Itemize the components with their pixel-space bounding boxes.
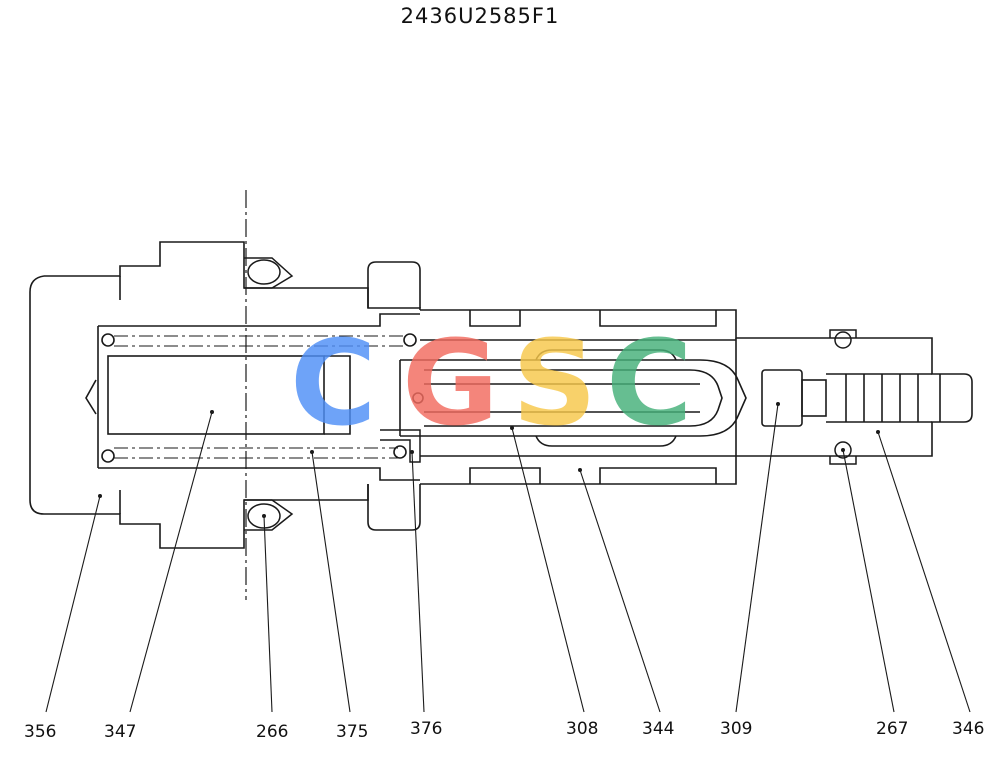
watermark-letter-g: G	[402, 314, 499, 452]
housing-outline	[29, 241, 421, 549]
o-ring-266	[244, 257, 294, 531]
watermark-letter-c2: C	[606, 314, 693, 452]
flange	[367, 261, 421, 531]
watermark-letter-c: C	[290, 314, 377, 452]
callout-309: 309	[720, 719, 752, 739]
callout-308: 308	[566, 719, 598, 739]
callout-356: 356	[24, 722, 56, 742]
spool-308	[399, 349, 747, 447]
callout-266: 266	[256, 722, 288, 742]
callout-267: 267	[876, 719, 908, 739]
callout-344: 344	[642, 719, 674, 739]
callout-375: 375	[336, 722, 368, 742]
piston-347	[85, 313, 424, 481]
callouts: 356 347 266 375 376 308 344 309 267 346	[24, 719, 984, 742]
callout-347: 347	[104, 722, 136, 742]
callout-346: 346	[952, 719, 984, 739]
adjust-screw-346	[826, 337, 973, 457]
nut-309	[761, 369, 827, 427]
sleeve-344	[420, 309, 830, 485]
drawing-number: 2436U2585F1	[400, 4, 560, 28]
leader-dots	[98, 402, 880, 518]
o-ring-267	[829, 329, 857, 465]
retainer-376	[380, 429, 421, 463]
leader-lines	[45, 403, 971, 713]
callout-376: 376	[410, 719, 442, 739]
watermark: C G S C	[290, 314, 693, 452]
spring-375	[114, 335, 404, 459]
watermark-letter-s: S	[512, 314, 597, 452]
